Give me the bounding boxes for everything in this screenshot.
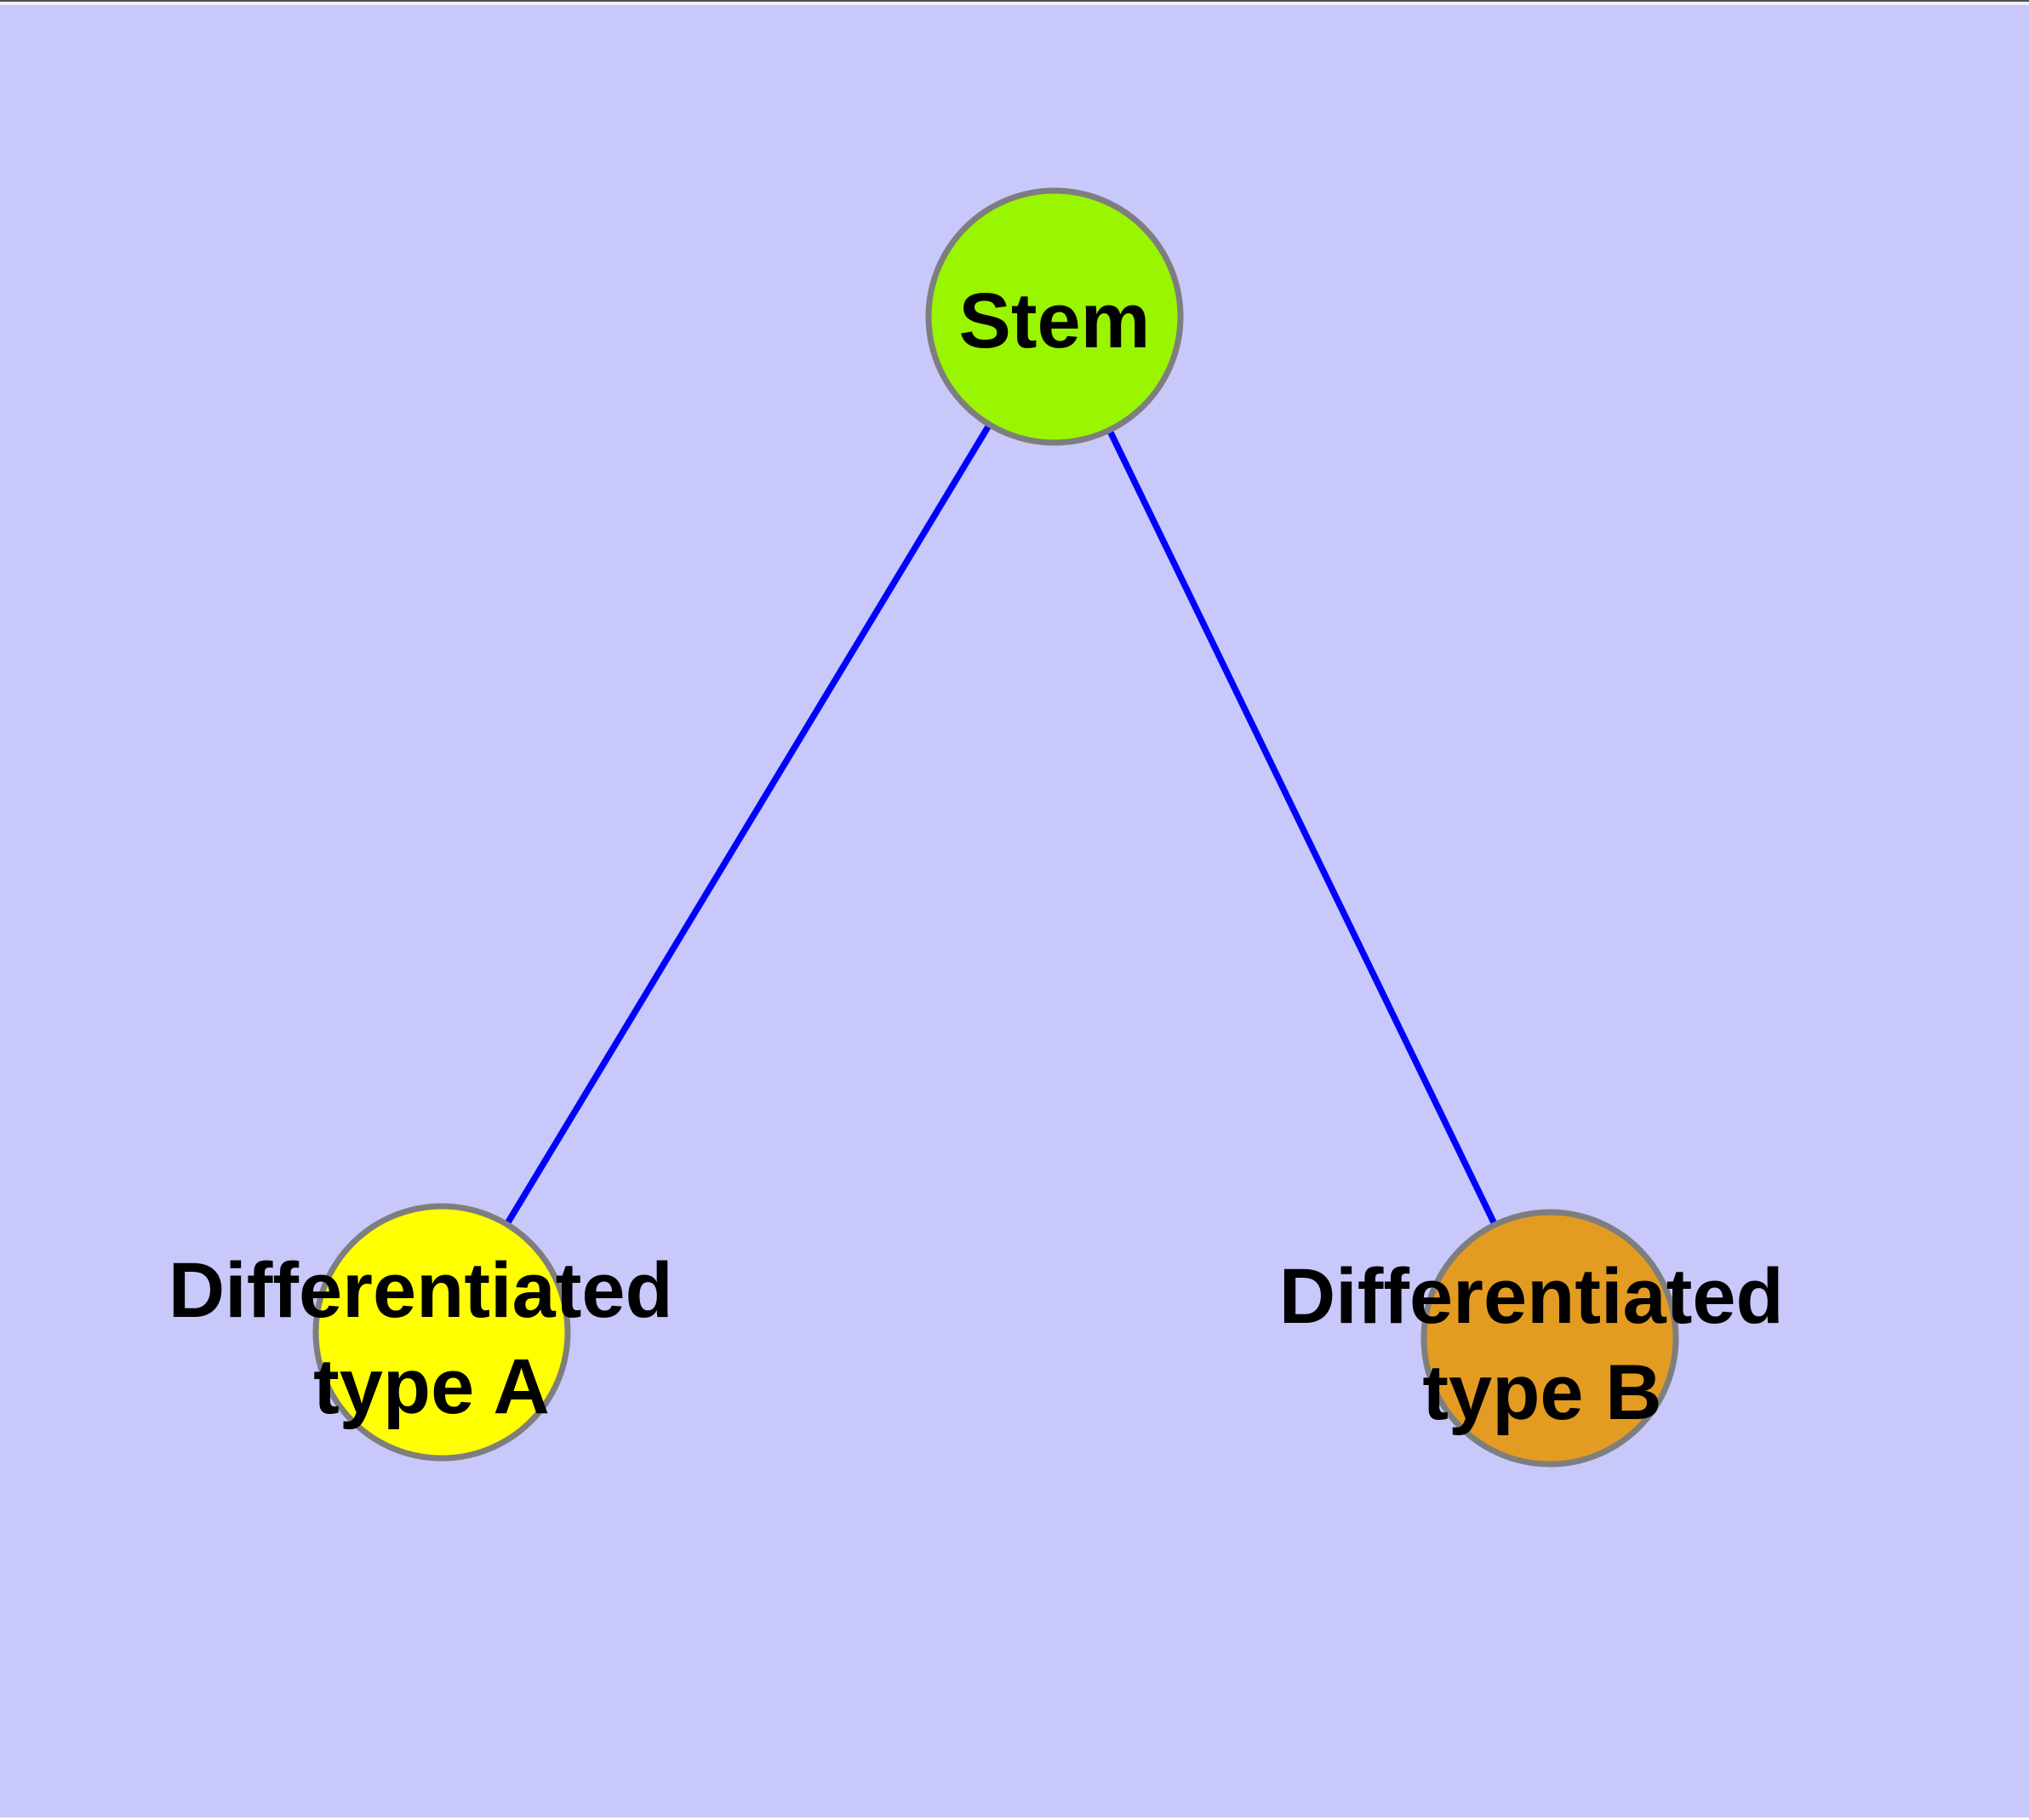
node-stem-circle: [925, 187, 1184, 446]
node-differentiated-type-b: Differentiated type B: [1279, 1209, 1806, 1468]
screen-bottom-strip: [0, 1817, 2029, 1820]
node-type-b-label-line1: Differentiated: [1279, 1253, 1784, 1340]
edge-stem-to-type-b: [1051, 315, 1553, 1340]
edge-stem-to-type-a: [438, 315, 1058, 1334]
node-type-a-label: Differentiated type A: [169, 1247, 695, 1430]
node-type-b-label-line2: type B: [1422, 1349, 1661, 1436]
screen-top-edge: [0, 0, 2029, 2]
node-type-a-label-line2: type A: [313, 1343, 550, 1430]
node-differentiated-type-a: Differentiated type A: [169, 1203, 695, 1462]
node-type-a-label-line1: Differentiated: [169, 1247, 673, 1334]
node-type-b-label: Differentiated type B: [1279, 1253, 1806, 1436]
node-stem: Stem: [925, 187, 1184, 446]
node-stem-label: Stem: [959, 278, 1151, 364]
screen-top-strip: [0, 2, 2029, 5]
node-type-b-circle: [1420, 1209, 1679, 1468]
node-type-a-circle: [312, 1203, 571, 1462]
